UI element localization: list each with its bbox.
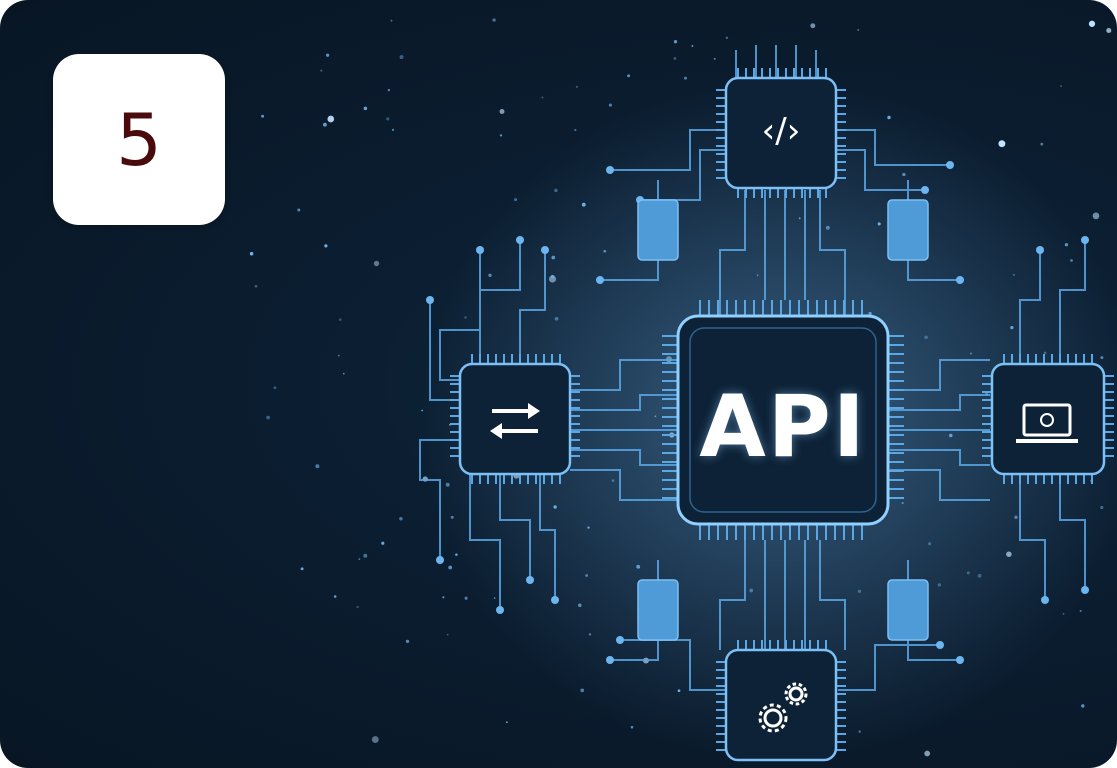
- trace-nodes: [426, 161, 1089, 664]
- step-number: 5: [116, 97, 162, 182]
- api-chip-inner: [689, 327, 877, 513]
- gears-chip: [724, 648, 838, 762]
- code-chip: [724, 76, 838, 190]
- circuit-traces: [419, 45, 1086, 691]
- laptop-icon: [1016, 403, 1078, 443]
- transfer-arrows-icon: [490, 403, 540, 439]
- chip-pins: [450, 68, 1114, 751]
- gears-icon: [758, 682, 808, 733]
- step-number-badge: 5: [53, 54, 225, 225]
- api-label: API: [699, 377, 867, 477]
- code-brackets-icon: ‹/›: [761, 111, 801, 151]
- laptop-chip: [990, 362, 1106, 476]
- api-chip: [676, 314, 890, 526]
- star-field: [249, 18, 1112, 757]
- transfer-chip: [458, 362, 572, 476]
- circuit-pads: [637, 199, 929, 641]
